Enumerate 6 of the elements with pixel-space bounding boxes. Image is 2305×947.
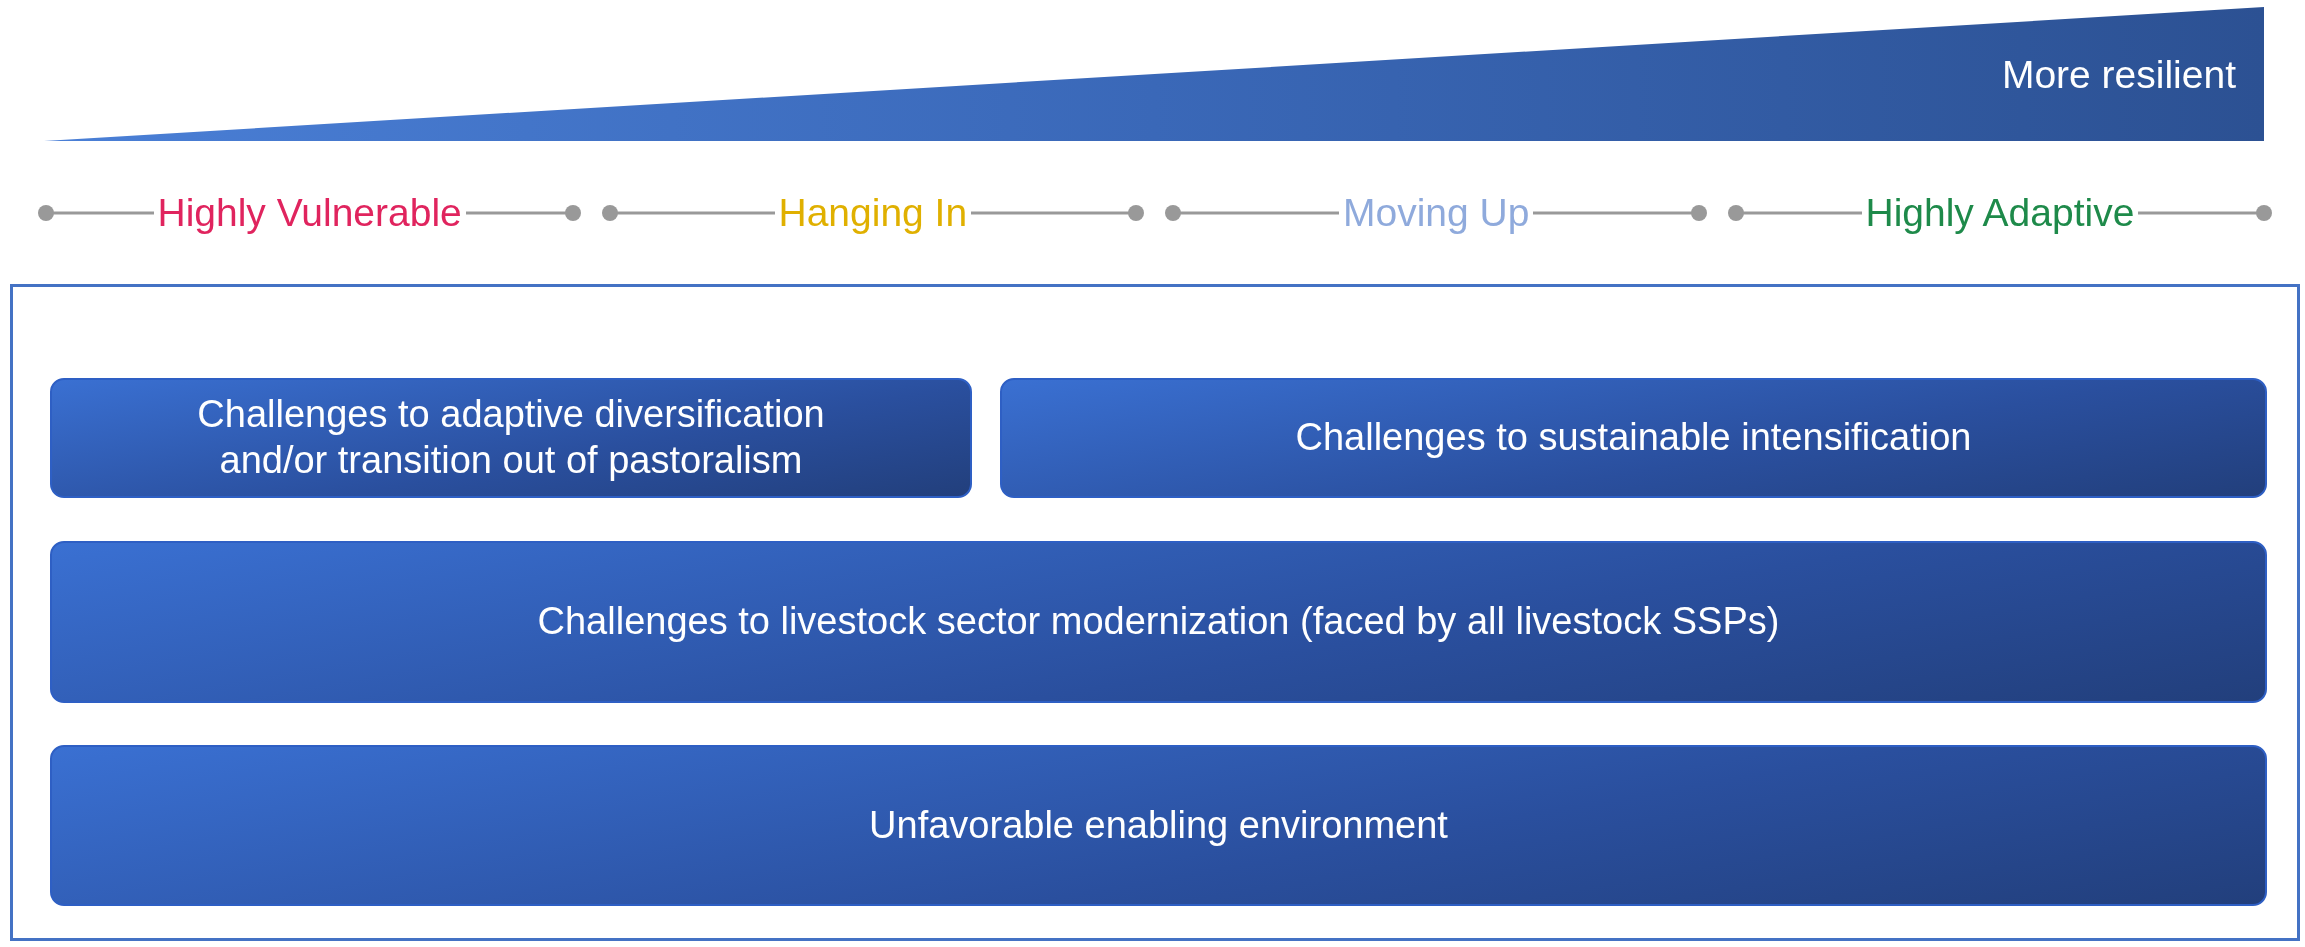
scale-label: More resilient xyxy=(2001,53,2236,97)
layer-box: Challenges to sustainable intensification xyxy=(1000,378,2267,498)
frame-box xyxy=(10,284,2300,941)
layer-box: Unfavorable enabling environment xyxy=(50,745,2267,906)
layer-box: Challenges to livestock sector modernization (faced by all livestock SSPs) xyxy=(50,541,2267,703)
layer-box: Challenges to adaptive diversification and/or transition out of pastoralism xyxy=(50,378,972,498)
